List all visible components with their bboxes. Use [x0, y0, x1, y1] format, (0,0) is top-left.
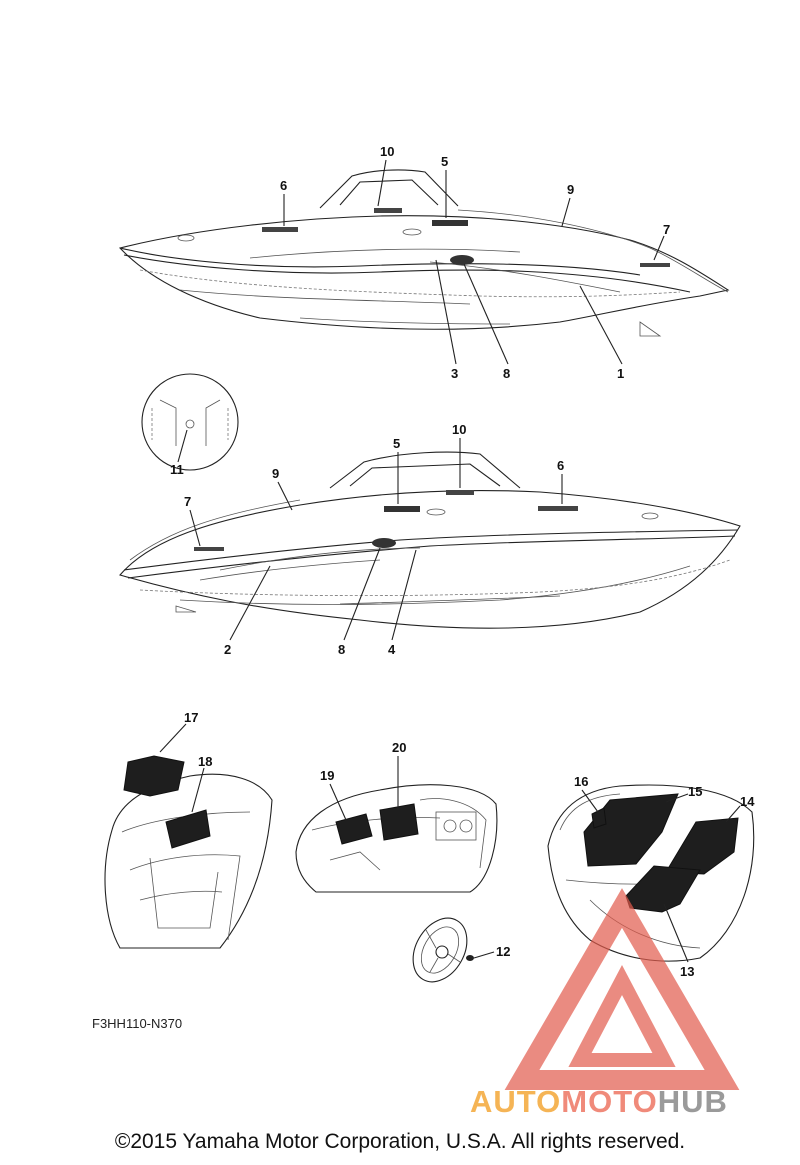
callout-top-10: 10 [380, 144, 394, 159]
callout-mid-8: 8 [338, 642, 345, 657]
pad-20 [379, 803, 419, 841]
callout-top-6: 6 [280, 178, 287, 193]
callout-top-8: 8 [503, 366, 510, 381]
callout-mid-9: 9 [272, 466, 279, 481]
callout-det-12: 12 [496, 944, 510, 959]
watermark-hub: HUB [657, 1084, 728, 1119]
pad-13 [625, 865, 701, 913]
steering-wheel-view: 12 [412, 917, 510, 983]
top-boat-callouts: 10 5 6 9 7 3 8 1 [280, 144, 670, 381]
copyright-text: ©2015 Yamaha Motor Corporation, U.S.A. A… [114, 1130, 686, 1153]
stern-platform-view: 16 15 14 13 [547, 774, 755, 979]
callout-mid-6: 6 [557, 458, 564, 473]
callout-mid-5: 5 [393, 436, 400, 451]
automotohub-logo-icon [504, 888, 740, 1090]
watermark-moto: MOTO [561, 1084, 658, 1119]
callout-det-16: 16 [574, 774, 588, 789]
watermark-text: AUTOMOTOHUB [470, 1084, 728, 1120]
middle-boat-callouts: 5 10 9 6 7 2 8 4 [184, 422, 564, 657]
callout-top-7: 7 [663, 222, 670, 237]
top-boat-view [118, 169, 730, 337]
top-boat-leaders [283, 159, 665, 365]
callout-mid-7: 7 [184, 494, 191, 509]
callout-mid-10: 10 [452, 422, 466, 437]
callout-det-15: 15 [688, 784, 702, 799]
middle-boat-view [119, 451, 741, 629]
callout-top-5: 5 [441, 154, 448, 169]
part-code-label: F3HH110-N370 [92, 1016, 183, 1031]
pad-16 [591, 807, 607, 829]
callout-mid-11: 11 [170, 462, 184, 477]
pad-14 [665, 817, 739, 875]
callout-det-14: 14 [740, 794, 755, 809]
detail-circle-view: 11 [141, 373, 239, 477]
callout-top-1: 1 [617, 366, 624, 381]
callout-top-9: 9 [567, 182, 574, 197]
pad-15 [583, 793, 679, 867]
callout-top-3: 3 [451, 366, 458, 381]
callout-det-18: 18 [198, 754, 212, 769]
callout-mid-2: 2 [224, 642, 231, 657]
middle-boat-leaders [189, 438, 563, 641]
pad-18 [165, 809, 211, 849]
helm-console-view: 20 19 [295, 740, 498, 893]
watermark-auto: AUTO [470, 1084, 562, 1119]
callout-det-19: 19 [320, 768, 334, 783]
bow-cockpit-view: 17 18 [104, 710, 273, 949]
callout-det-20: 20 [392, 740, 406, 755]
pad-17 [123, 755, 185, 797]
callout-mid-4: 4 [388, 642, 396, 657]
callout-det-13: 13 [680, 964, 694, 979]
callout-det-17: 17 [184, 710, 198, 725]
pad-19 [335, 813, 373, 845]
